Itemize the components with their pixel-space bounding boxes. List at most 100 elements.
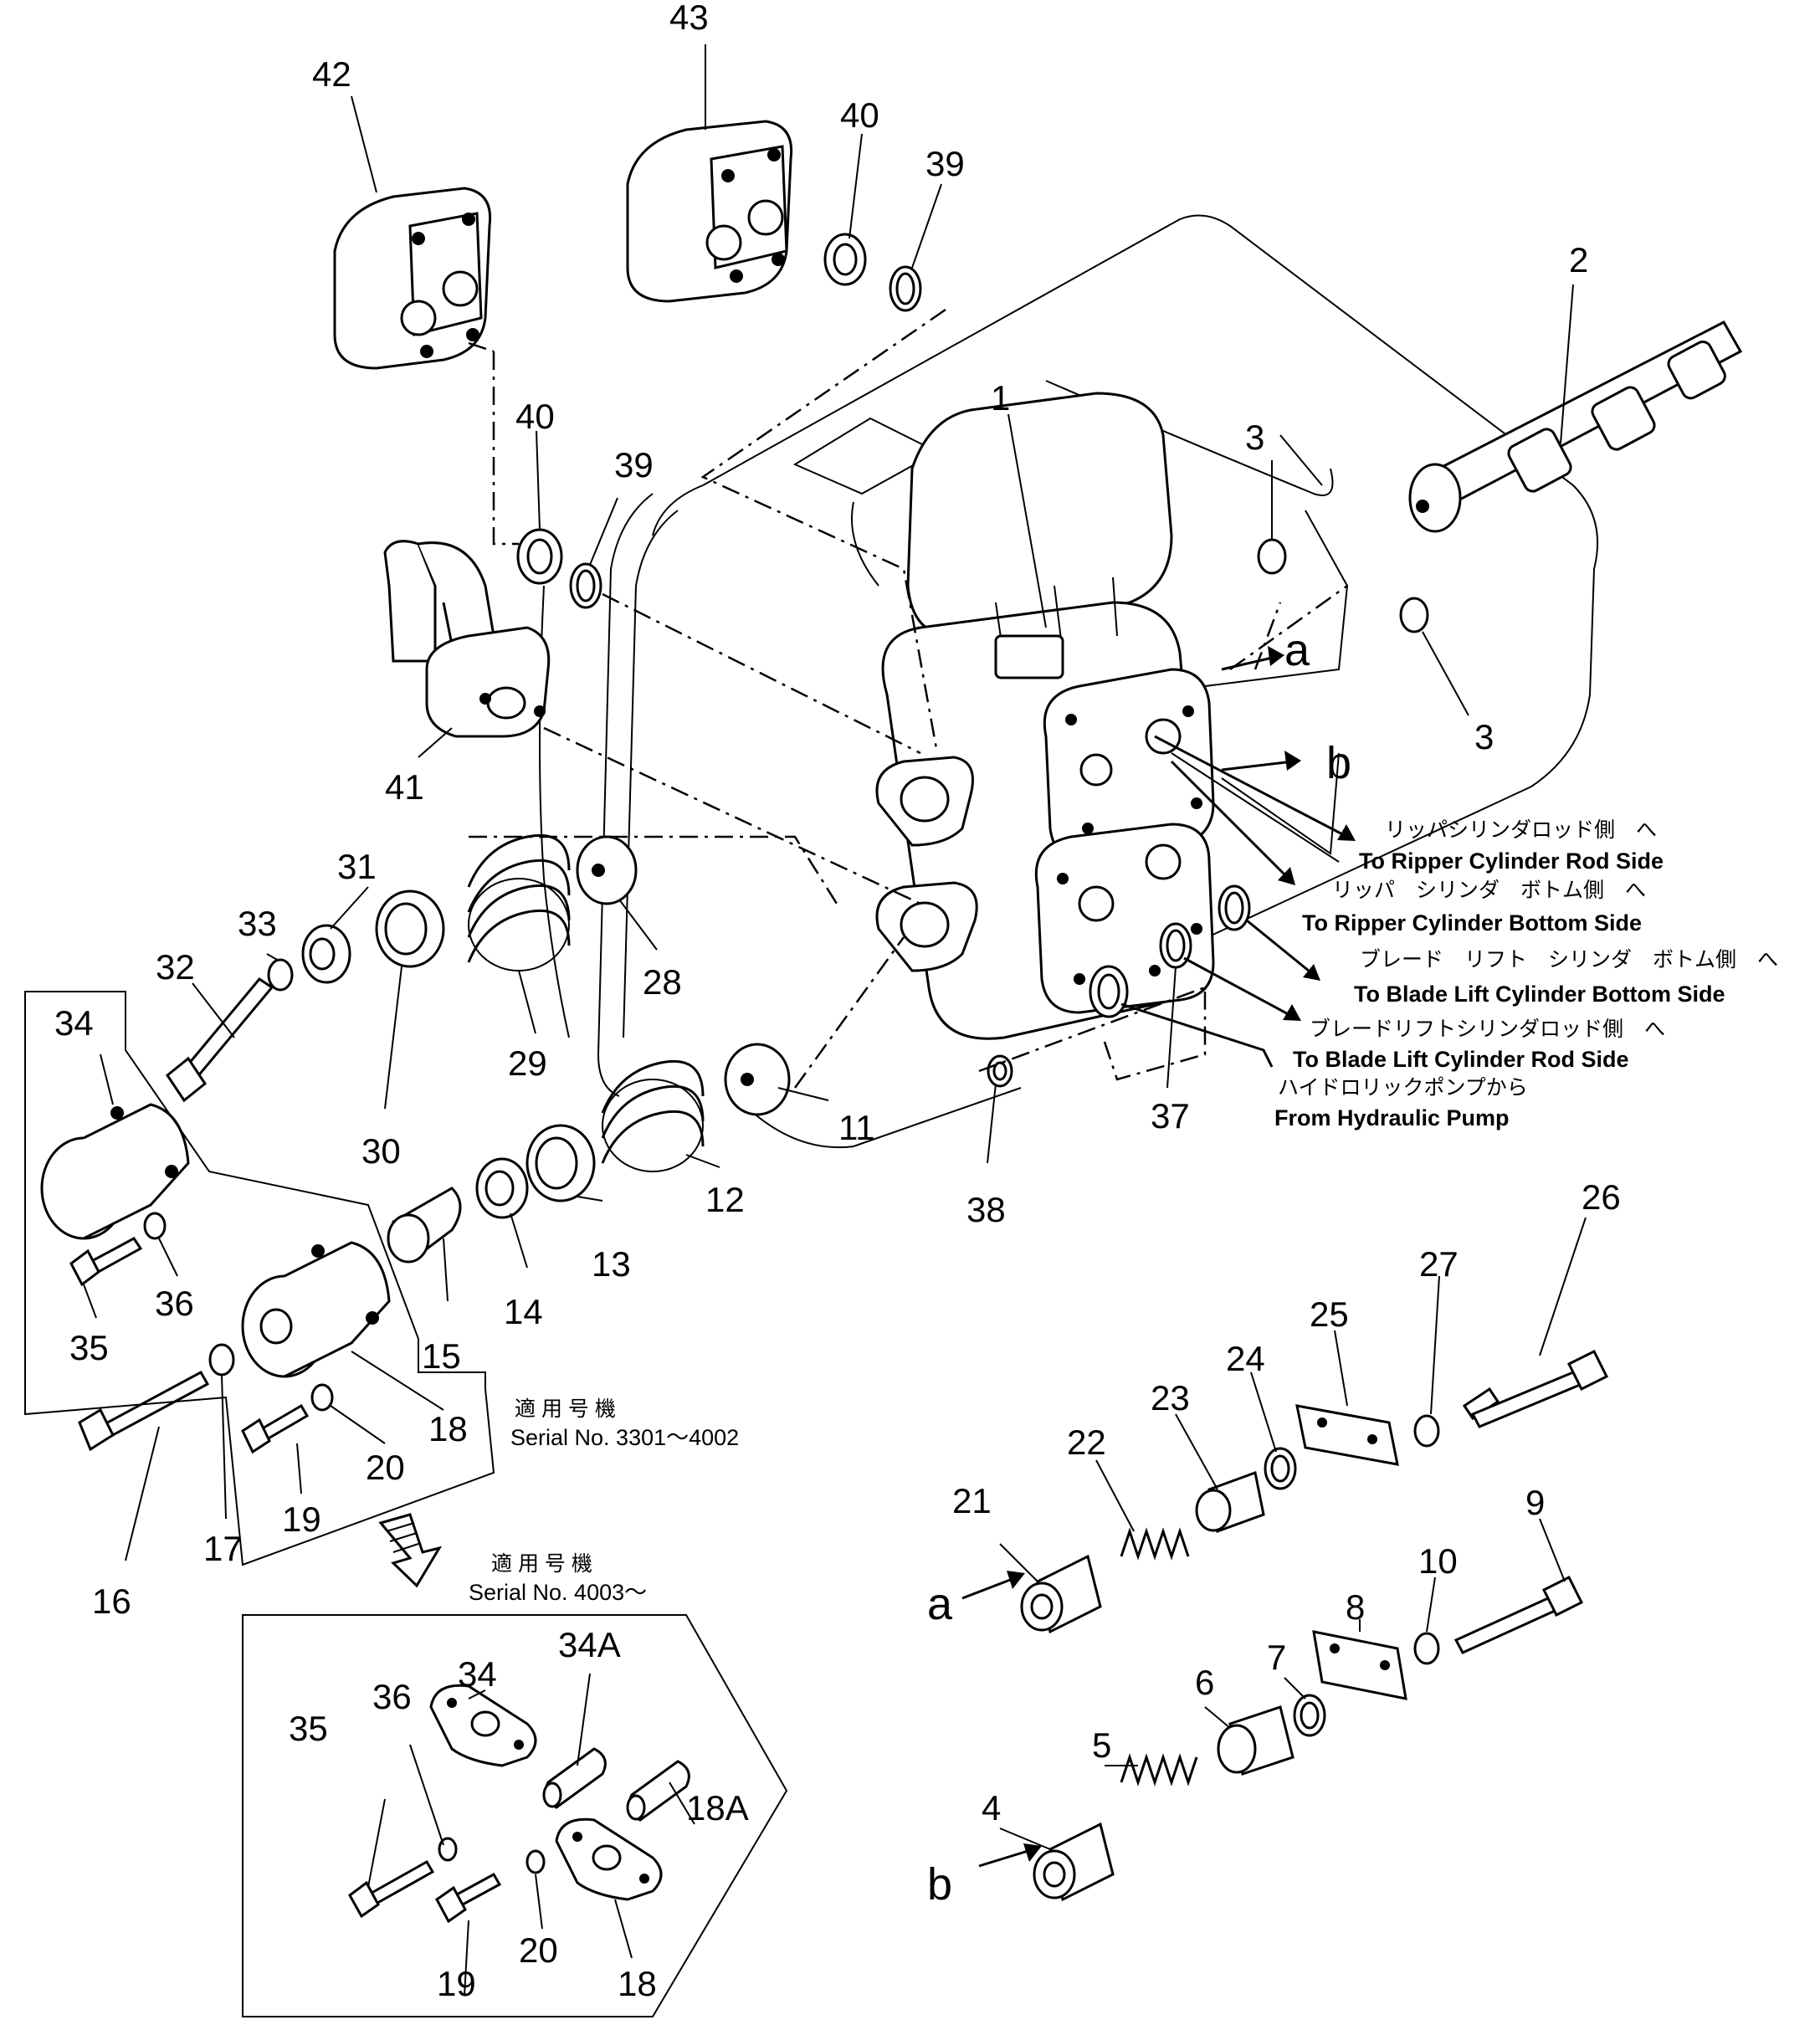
serial-group-outline-new xyxy=(242,1614,788,2017)
callout-14: 14 xyxy=(504,1292,543,1331)
blade-bottom-en: To Blade Lift Cylinder Bottom Side xyxy=(1354,982,1725,1007)
destination-arrows xyxy=(961,646,1356,1868)
bolt-35-new xyxy=(348,1859,435,1919)
piston-15 xyxy=(387,1187,462,1264)
flange-43 xyxy=(626,120,793,303)
callout-labels: 43 42 40 39 2 40 39 1 3 3 41 31 33 32 34… xyxy=(54,0,1621,2003)
serial-change-arrow xyxy=(378,1513,443,1588)
callout-34: 34 xyxy=(458,1654,497,1694)
callout-11: 11 xyxy=(838,1108,875,1147)
washer-36 xyxy=(143,1212,167,1240)
callout-17: 17 xyxy=(203,1529,243,1568)
spool-2 xyxy=(1408,320,1743,533)
oring-38 xyxy=(987,1054,1013,1088)
callout-7: 7 xyxy=(1267,1638,1286,1677)
washer-14 xyxy=(475,1157,529,1219)
port-a-top: a xyxy=(1284,625,1310,675)
oring-39-lower xyxy=(569,562,602,609)
spring-29 xyxy=(467,833,571,971)
washer-10 xyxy=(1413,1632,1440,1665)
oring-39-top xyxy=(889,265,922,312)
plug-3-upper xyxy=(1257,538,1287,575)
pump-en: From Hydraulic Pump xyxy=(1274,1105,1510,1130)
spring-seat-28 xyxy=(576,835,638,905)
pump-jp: ハイドロリックポンプから xyxy=(1278,1076,1528,1100)
callout-40: 40 xyxy=(515,397,555,436)
callout-40: 40 xyxy=(840,95,879,135)
bolt-9 xyxy=(1453,1575,1584,1654)
bolt-19-new xyxy=(435,1872,502,1924)
washer-20 xyxy=(310,1383,334,1412)
callout-20: 20 xyxy=(519,1930,558,1970)
callout-9: 9 xyxy=(1525,1483,1545,1522)
callout-21: 21 xyxy=(952,1481,992,1520)
plate-18-new xyxy=(555,1817,663,1901)
piston-6 xyxy=(1217,1705,1295,1776)
callout-39: 39 xyxy=(925,144,965,183)
serial-labels: 適 用 号 機 Serial No. 3301～4002 適 用 号 機 Ser… xyxy=(469,1397,739,1605)
spring-5 xyxy=(1120,1753,1198,1787)
callout-3: 3 xyxy=(1245,418,1264,457)
callout-34: 34 xyxy=(54,1003,94,1043)
callout-39: 39 xyxy=(614,445,654,484)
callout-18: 18 xyxy=(618,1964,657,2003)
washer-30 xyxy=(375,889,445,968)
callout-20: 20 xyxy=(366,1448,405,1487)
washer-20-new xyxy=(525,1849,546,1874)
washer-33 xyxy=(267,958,294,992)
callout-8: 8 xyxy=(1346,1587,1365,1627)
callout-36: 36 xyxy=(372,1677,412,1716)
callout-19: 19 xyxy=(437,1964,476,2003)
serial-old-jp: 適 用 号 機 xyxy=(515,1397,616,1421)
callout-13: 13 xyxy=(592,1244,631,1284)
callout-27: 27 xyxy=(1419,1244,1459,1284)
callout-42: 42 xyxy=(312,54,351,94)
bolt-16 xyxy=(78,1370,210,1452)
callout-15: 15 xyxy=(422,1336,461,1376)
callout-26: 26 xyxy=(1582,1177,1621,1217)
serial-group-outline-old xyxy=(24,991,495,1566)
washer-27 xyxy=(1413,1414,1440,1448)
ripper-bottom-en: To Ripper Cylinder Bottom Side xyxy=(1302,910,1642,936)
pin-18A xyxy=(626,1760,690,1822)
blade-bottom-jp: ブレード リフト シリンダ ボトム側 へ xyxy=(1360,948,1778,971)
oring-7 xyxy=(1293,1694,1326,1737)
cover-18 xyxy=(241,1241,391,1378)
oring-37c xyxy=(1089,965,1129,1018)
ripper-rod-jp: リッパシリンダロッド側 へ xyxy=(1385,818,1657,842)
ring-40-top xyxy=(823,233,867,286)
destination-labels: リッパシリンダロッド側 へ To Ripper Cylinder Rod Sid… xyxy=(1274,818,1778,1130)
port-b-bottom: b xyxy=(927,1859,952,1910)
callout-16: 16 xyxy=(92,1582,131,1621)
serial-new-en: Serial No. 4003～ xyxy=(469,1580,647,1605)
callout-23: 23 xyxy=(1151,1378,1190,1418)
callout-4: 4 xyxy=(982,1788,1001,1828)
callout-5: 5 xyxy=(1092,1725,1111,1765)
callout-35: 35 xyxy=(289,1709,328,1748)
leader-lines xyxy=(83,44,1587,1997)
control-valve-body xyxy=(875,392,1215,1040)
callout-38: 38 xyxy=(966,1190,1006,1229)
callout-18A: 18A xyxy=(686,1788,749,1828)
callout-32: 32 xyxy=(156,947,195,987)
callout-24: 24 xyxy=(1226,1339,1265,1378)
spring-22 xyxy=(1120,1527,1190,1561)
port-a-bottom: a xyxy=(927,1579,953,1629)
callout-34A: 34A xyxy=(558,1625,621,1664)
flange-42 xyxy=(333,187,492,370)
plug-21 xyxy=(1020,1554,1102,1634)
bolt-32 xyxy=(165,977,274,1103)
oring-37a xyxy=(1218,884,1251,931)
callout-12: 12 xyxy=(705,1180,745,1219)
blade-rod-en: To Blade Lift Cylinder Rod Side xyxy=(1293,1047,1629,1072)
callout-35: 35 xyxy=(69,1328,109,1367)
oring-37b xyxy=(1159,922,1192,969)
callout-31: 31 xyxy=(337,847,377,886)
callout-22: 22 xyxy=(1067,1423,1106,1462)
serial-old-en: Serial No. 3301～4002 xyxy=(510,1425,739,1450)
plug-3-lower xyxy=(1399,597,1429,633)
callout-18: 18 xyxy=(428,1409,468,1448)
ripper-bottom-jp: リッパ シリンダ ボトム側 へ xyxy=(1332,879,1646,902)
retainer-25 xyxy=(1295,1404,1399,1466)
